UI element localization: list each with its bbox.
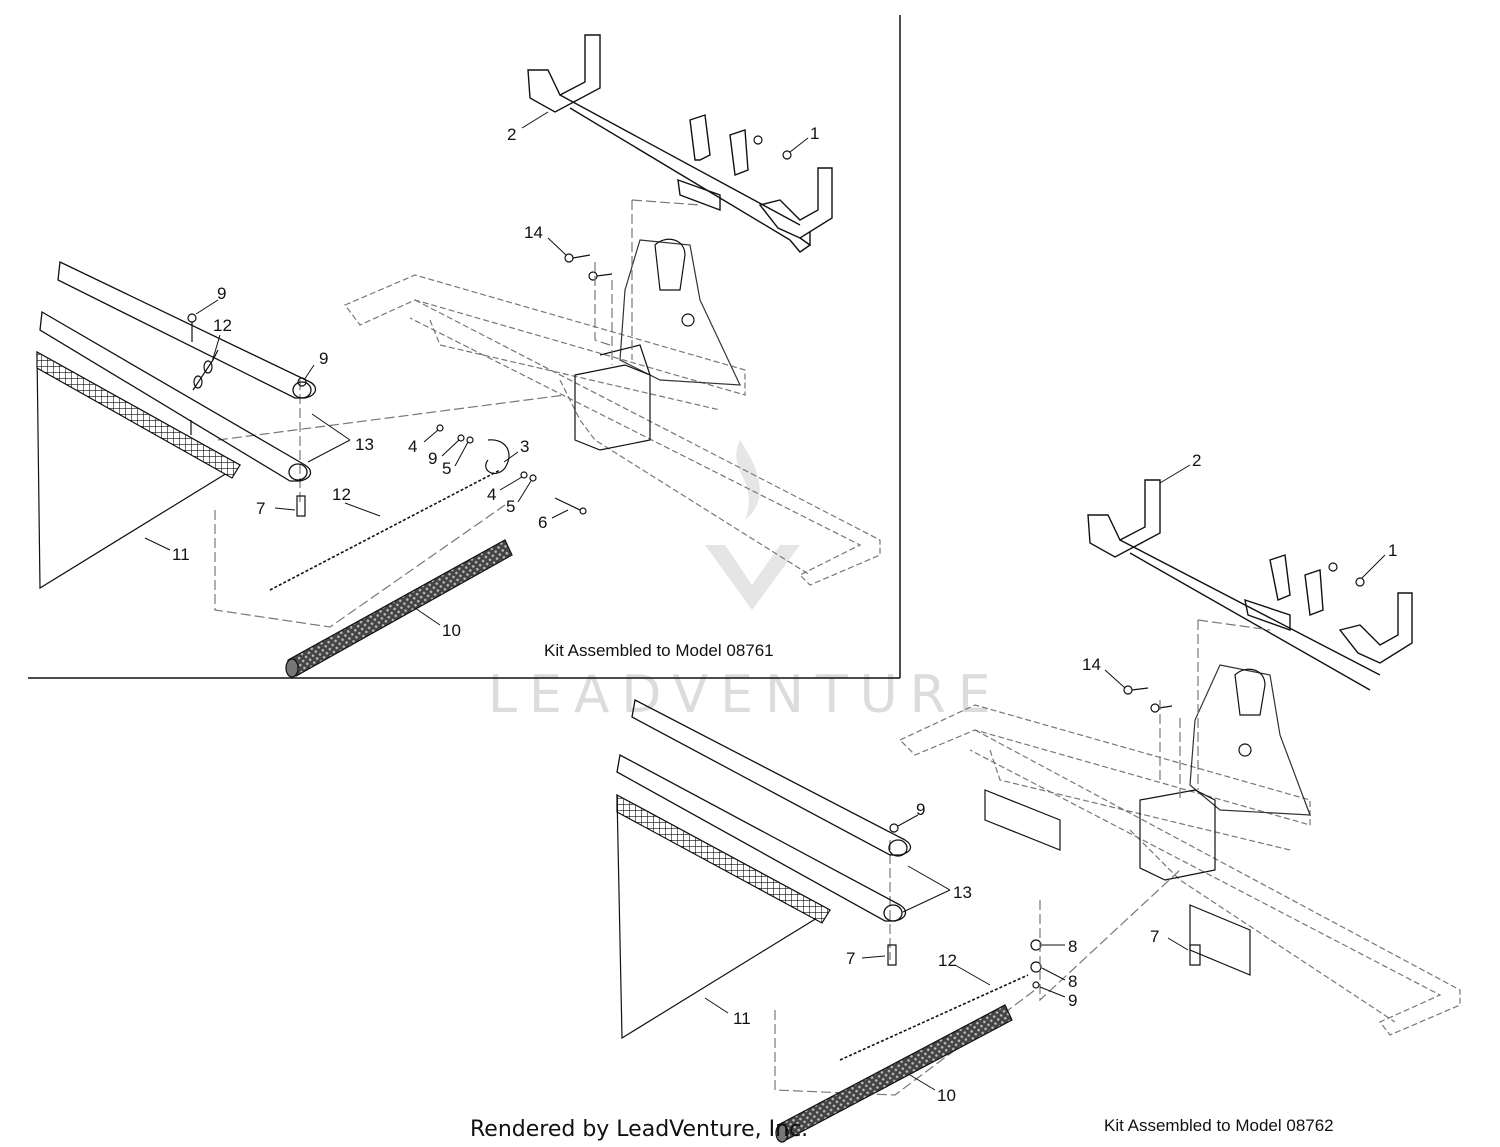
callout-label: 12	[213, 316, 232, 335]
callout-label: 14	[524, 223, 543, 242]
callout-label: 7	[846, 949, 855, 968]
callout-label: 9	[217, 284, 226, 303]
brush-2	[775, 1004, 1013, 1143]
rails-2	[616, 699, 912, 922]
callout-label: 6	[538, 513, 547, 532]
callout-arrows	[144, 111, 1386, 1091]
hardware-1	[436, 135, 792, 515]
callout-label: 5	[442, 459, 451, 478]
panel-2-callouts: 2 1 14 9 13 7 12 8 8 9 7 11 10 Kit Assem…	[733, 451, 1397, 1135]
watermark: LEADVENTURE	[488, 440, 1003, 725]
chain-1-vertical	[192, 349, 219, 391]
callout-label: 4	[408, 437, 417, 456]
hitch-frame-2	[898, 704, 1461, 1036]
bracket-1	[527, 34, 833, 253]
callout-label: 8	[1068, 972, 1077, 991]
hitch-mount-1	[574, 238, 741, 451]
render-credit: Rendered by LeadVenture, Inc.	[470, 1117, 808, 1142]
brush-1	[285, 539, 513, 678]
callout-label: 9	[916, 800, 925, 819]
flap-1	[36, 350, 242, 590]
callout-label: 11	[172, 545, 190, 564]
flap-2	[616, 793, 832, 1040]
rail-bolts-2	[887, 823, 899, 966]
callout-label: 7	[1150, 927, 1159, 946]
chain-1-long	[269, 469, 501, 591]
callout-label: 12	[938, 951, 957, 970]
watermark-text: LEADVENTURE	[488, 665, 1003, 725]
panel-2-drawing	[616, 479, 1461, 1143]
rail-bolts-1	[187, 313, 307, 517]
callout-label: 1	[1388, 541, 1397, 560]
callout-label: 10	[442, 621, 461, 640]
callout-label: 10	[937, 1086, 956, 1105]
rails-1	[39, 261, 317, 482]
leaders-1	[214, 199, 701, 628]
callout-label: 13	[953, 883, 972, 902]
callout-label: 5	[506, 497, 515, 516]
callout-label: 4	[487, 485, 496, 504]
panel-1-callouts: 1 2 14 9 12 9 13 4 9 5 3 4 5 6 7 12 11 1…	[172, 124, 819, 660]
panel-1-frame	[28, 15, 901, 679]
hardware-2	[1030, 562, 1365, 989]
callout-label: 14	[1082, 655, 1101, 674]
panel-2-caption: Kit Assembled to Model 08762	[1104, 1116, 1334, 1135]
callout-label: 2	[507, 125, 516, 144]
callout-label: 8	[1068, 937, 1077, 956]
panel-1-drawing	[36, 34, 881, 678]
panel-1-caption: Kit Assembled to Model 08761	[544, 641, 774, 660]
chain-2-long	[839, 974, 1029, 1061]
callout-label: 11	[733, 1009, 751, 1028]
hitch-mount-2	[984, 664, 1311, 976]
callout-label: 3	[520, 437, 529, 456]
callout-label: 9	[1068, 991, 1077, 1010]
callout-label: 9	[428, 449, 437, 468]
callout-label: 9	[319, 349, 328, 368]
callout-label: 12	[332, 485, 351, 504]
callout-label: 2	[1192, 451, 1201, 470]
hitch-frame-1	[344, 274, 881, 586]
callout-label: 7	[256, 499, 265, 518]
callout-label: 1	[810, 124, 819, 143]
callout-label: 13	[355, 435, 374, 454]
bracket-2	[1087, 479, 1413, 691]
